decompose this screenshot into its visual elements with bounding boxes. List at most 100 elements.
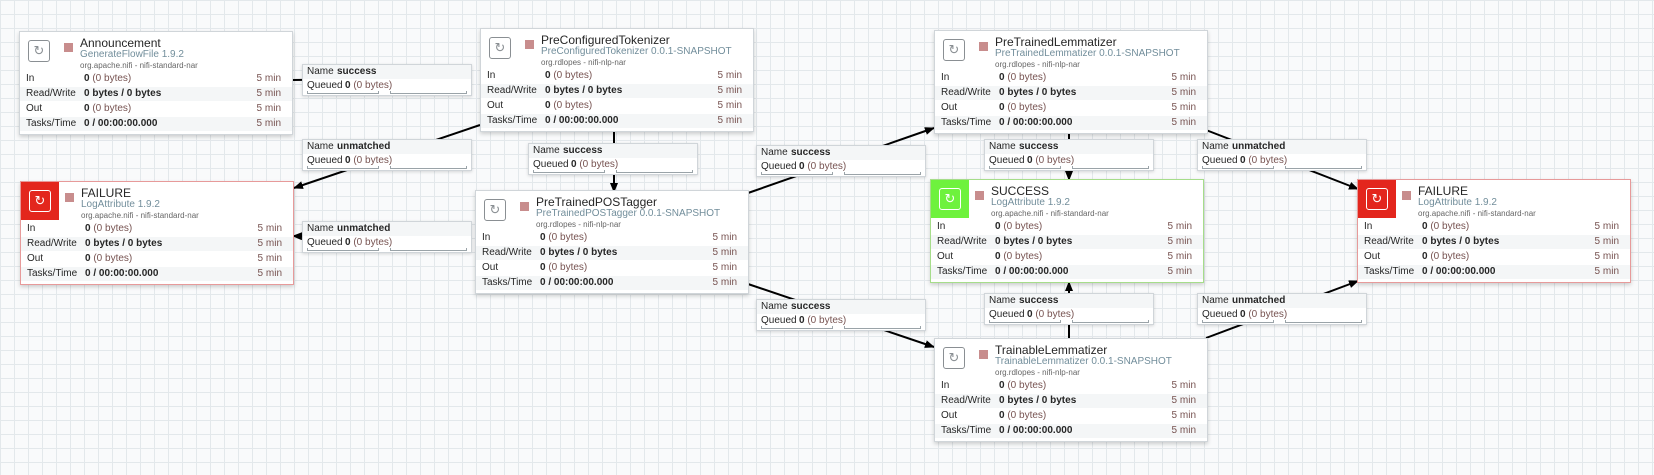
queue-count-bar	[761, 326, 833, 329]
connection-queued-value: 0 (0 bytes)	[1240, 308, 1287, 322]
stat-primary: 0	[84, 73, 90, 84]
connection-name: unmatched	[1232, 141, 1286, 152]
queue-count-bar	[307, 248, 379, 251]
queued-count: 0	[345, 237, 351, 248]
stat-value: 0 bytes / 0 bytes	[85, 237, 162, 251]
stat-time: 5 min	[717, 70, 742, 81]
connection-name: success	[791, 147, 831, 158]
stat-time: 5 min	[256, 118, 281, 129]
queue-progress-bars	[761, 326, 921, 329]
stat-value: 0 / 00:00:00.000	[85, 267, 158, 281]
stat-primary: 0 bytes / 0 bytes	[84, 88, 162, 99]
queued-size: (0 bytes)	[1248, 309, 1288, 320]
log-icon: ↻	[21, 182, 59, 220]
connection-name-label: Name	[307, 66, 334, 77]
stat-size: (0 bytes)	[1007, 102, 1047, 113]
queue-size-bar	[1072, 166, 1149, 169]
queue-progress-bars	[1202, 166, 1362, 169]
stat-label: Tasks/Time	[27, 268, 78, 279]
stat-time: 5 min	[1594, 266, 1619, 277]
stat-value: 0 (0 bytes)	[999, 409, 1046, 423]
stopped-status-icon	[1402, 191, 1411, 200]
queue-progress-bars	[989, 166, 1149, 169]
stat-primary: 0 / 00:00:00.000	[995, 266, 1069, 277]
queue-progress-bars	[307, 166, 467, 169]
stat-time: 5 min	[1594, 221, 1619, 232]
processor-icon: ↻	[476, 191, 514, 229]
stat-value: 0 (0 bytes)	[995, 220, 1042, 234]
stat-size: (0 bytes)	[1003, 251, 1043, 262]
stat-label: In	[937, 221, 946, 232]
stat-label: Out	[27, 253, 44, 264]
stat-value: 0 bytes / 0 bytes	[84, 87, 161, 101]
stat-value: 0 (0 bytes)	[545, 99, 592, 113]
processor-type: PreTrainedPOSTagger 0.0.1-SNAPSHOT	[536, 208, 721, 219]
queue-size-bar	[1285, 166, 1362, 169]
processor-glyph-icon: ↻	[489, 37, 511, 59]
connection-queued-label: Queued	[989, 155, 1025, 166]
stat-primary: 0 / 00:00:00.000	[1422, 266, 1496, 277]
stat-label: Out	[487, 100, 504, 111]
connection-name-label: Name	[533, 145, 560, 156]
connection-name-label: Name	[307, 141, 334, 152]
processor-name: SUCCESS	[991, 184, 1050, 198]
stat-value: 0 (0 bytes)	[540, 261, 587, 275]
stat-primary: 0 bytes / 0 bytes	[545, 85, 623, 96]
queued-count: 0	[1240, 155, 1246, 166]
stat-label: Read/Write	[27, 238, 77, 249]
queue-size-bar	[1072, 320, 1149, 323]
stat-time: 5 min	[257, 223, 282, 234]
connection-name-label: Name	[761, 147, 788, 158]
connection-queued-value: 0 (0 bytes)	[1240, 154, 1287, 168]
stat-value: 0 bytes / 0 bytes	[540, 246, 617, 260]
stat-time: 5 min	[257, 268, 282, 279]
connection-name: success	[791, 301, 831, 312]
stat-label: In	[26, 73, 35, 84]
queue-progress-bars	[307, 248, 467, 251]
stat-size: (0 bytes)	[1007, 410, 1047, 421]
queued-count: 0	[799, 161, 805, 172]
stat-primary: 0 bytes / 0 bytes	[999, 395, 1077, 406]
queue-size-bar	[1285, 320, 1362, 323]
stat-time: 5 min	[257, 238, 282, 249]
processor-type: LogAttribute 1.9.2	[1418, 197, 1497, 208]
stat-label: Read/Write	[26, 88, 76, 99]
